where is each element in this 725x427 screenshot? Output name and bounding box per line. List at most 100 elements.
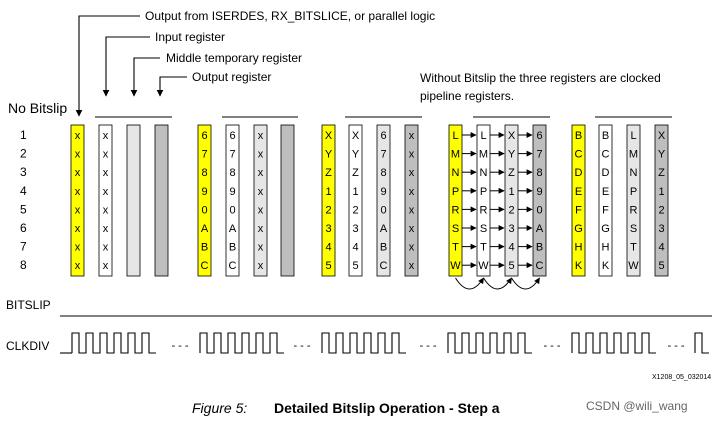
caption-title: Detailed Bitslip Operation - Step a bbox=[274, 400, 500, 416]
register-column bbox=[70, 124, 85, 277]
register-bit: F bbox=[575, 204, 582, 216]
clock-gap: - - - bbox=[667, 340, 684, 352]
register-column bbox=[598, 124, 613, 277]
register-bit: T bbox=[452, 242, 459, 254]
register-bit: 9 bbox=[201, 186, 207, 198]
clock-gap: - - - bbox=[293, 340, 310, 352]
register-bit: F bbox=[602, 204, 609, 216]
register-bit: x bbox=[258, 204, 264, 216]
register-bit: B bbox=[201, 242, 208, 254]
register-bit: 1 bbox=[352, 186, 358, 198]
register-bit: 8 bbox=[536, 167, 542, 179]
register-bit: R bbox=[630, 204, 638, 216]
register-bit: G bbox=[601, 223, 610, 235]
register-bit: C bbox=[229, 260, 237, 272]
register-bit: 9 bbox=[229, 186, 235, 198]
callout-output-register: Output register bbox=[192, 70, 271, 84]
register-bit: N bbox=[480, 167, 488, 179]
register-bit: A bbox=[536, 223, 544, 235]
register-bit: P bbox=[480, 186, 487, 198]
register-bit: W bbox=[478, 260, 489, 272]
row-number: 5 bbox=[20, 202, 27, 216]
register-bit: K bbox=[575, 260, 583, 272]
register-bit: B bbox=[575, 130, 582, 142]
register-bit: X bbox=[508, 130, 516, 142]
register-bit: M bbox=[629, 149, 638, 161]
register-bit: D bbox=[602, 167, 610, 179]
register-bit: 0 bbox=[201, 204, 207, 216]
register-bit: K bbox=[602, 260, 610, 272]
register-bit: x bbox=[409, 130, 415, 142]
register-bit: 6 bbox=[201, 130, 207, 142]
register-bit: x bbox=[258, 186, 264, 198]
register-bit: x bbox=[75, 130, 81, 142]
register-bit: x bbox=[103, 130, 109, 142]
register-column bbox=[448, 124, 463, 277]
register-bit: x bbox=[409, 167, 415, 179]
register-bit: x bbox=[409, 149, 415, 161]
register-bit: W bbox=[628, 260, 639, 272]
register-bit: B bbox=[602, 130, 609, 142]
clock-segment bbox=[199, 332, 284, 354]
register-bit: x bbox=[409, 223, 415, 235]
register-bit: 7 bbox=[229, 149, 235, 161]
register-column bbox=[476, 124, 491, 277]
register-bit: x bbox=[103, 260, 109, 272]
register-bit: B bbox=[536, 242, 543, 254]
register-column bbox=[253, 124, 268, 277]
register-bit: x bbox=[75, 242, 81, 254]
register-bit: R bbox=[452, 204, 460, 216]
watermark: CSDN @wili_wang bbox=[586, 399, 688, 413]
pipeline-arc bbox=[511, 277, 540, 290]
register-bit: 8 bbox=[201, 167, 207, 179]
register-bit: Y bbox=[352, 149, 360, 161]
register-bit: 5 bbox=[508, 260, 514, 272]
register-bit: 9 bbox=[536, 186, 542, 198]
register-bit: Z bbox=[508, 167, 515, 179]
register-bit: 2 bbox=[658, 204, 664, 216]
register-bit: 7 bbox=[536, 149, 542, 161]
register-bit: x bbox=[75, 204, 81, 216]
register-bit: 5 bbox=[352, 260, 358, 272]
register-bit: L bbox=[452, 130, 458, 142]
register-column bbox=[225, 124, 240, 277]
register-bit: P bbox=[452, 186, 459, 198]
register-bit: 2 bbox=[325, 204, 331, 216]
callout-leaders bbox=[75, 15, 187, 117]
callout-input-register: Input register bbox=[155, 30, 225, 44]
register-bit: C bbox=[536, 260, 544, 272]
register-bit: x bbox=[103, 204, 109, 216]
register-bit: Z bbox=[658, 167, 665, 179]
register-bit: A bbox=[380, 223, 388, 235]
row-number: 8 bbox=[20, 258, 27, 272]
register-column bbox=[197, 124, 212, 277]
register-bit: E bbox=[575, 186, 582, 198]
register-column bbox=[654, 124, 669, 277]
row-number: 4 bbox=[20, 184, 27, 198]
register-bit: x bbox=[103, 186, 109, 198]
register-bit: C bbox=[201, 260, 209, 272]
register-bit: T bbox=[480, 242, 487, 254]
clock-gap: - - - bbox=[171, 340, 188, 352]
register-bit: S bbox=[452, 223, 459, 235]
clock-segment bbox=[571, 332, 656, 354]
register-bit: X bbox=[658, 130, 666, 142]
register-column bbox=[504, 124, 519, 277]
figure-id: X1208_05_032014 bbox=[652, 374, 711, 381]
register-bit: 3 bbox=[508, 223, 514, 235]
note-line-2: pipeline registers. bbox=[420, 89, 514, 103]
register-bit: Z bbox=[325, 167, 332, 179]
register-bit: 3 bbox=[352, 223, 358, 235]
register-column bbox=[126, 124, 141, 277]
register-bit: x bbox=[75, 223, 81, 235]
register-bit: x bbox=[409, 204, 415, 216]
register-bit: 6 bbox=[380, 130, 386, 142]
register-bit: 7 bbox=[201, 149, 207, 161]
register-column bbox=[348, 124, 363, 277]
note-line-1: Without Bitslip the three registers are … bbox=[420, 71, 661, 85]
register-bit: 4 bbox=[352, 242, 358, 254]
register-bit: 0 bbox=[380, 204, 386, 216]
clock-segment bbox=[447, 332, 532, 354]
